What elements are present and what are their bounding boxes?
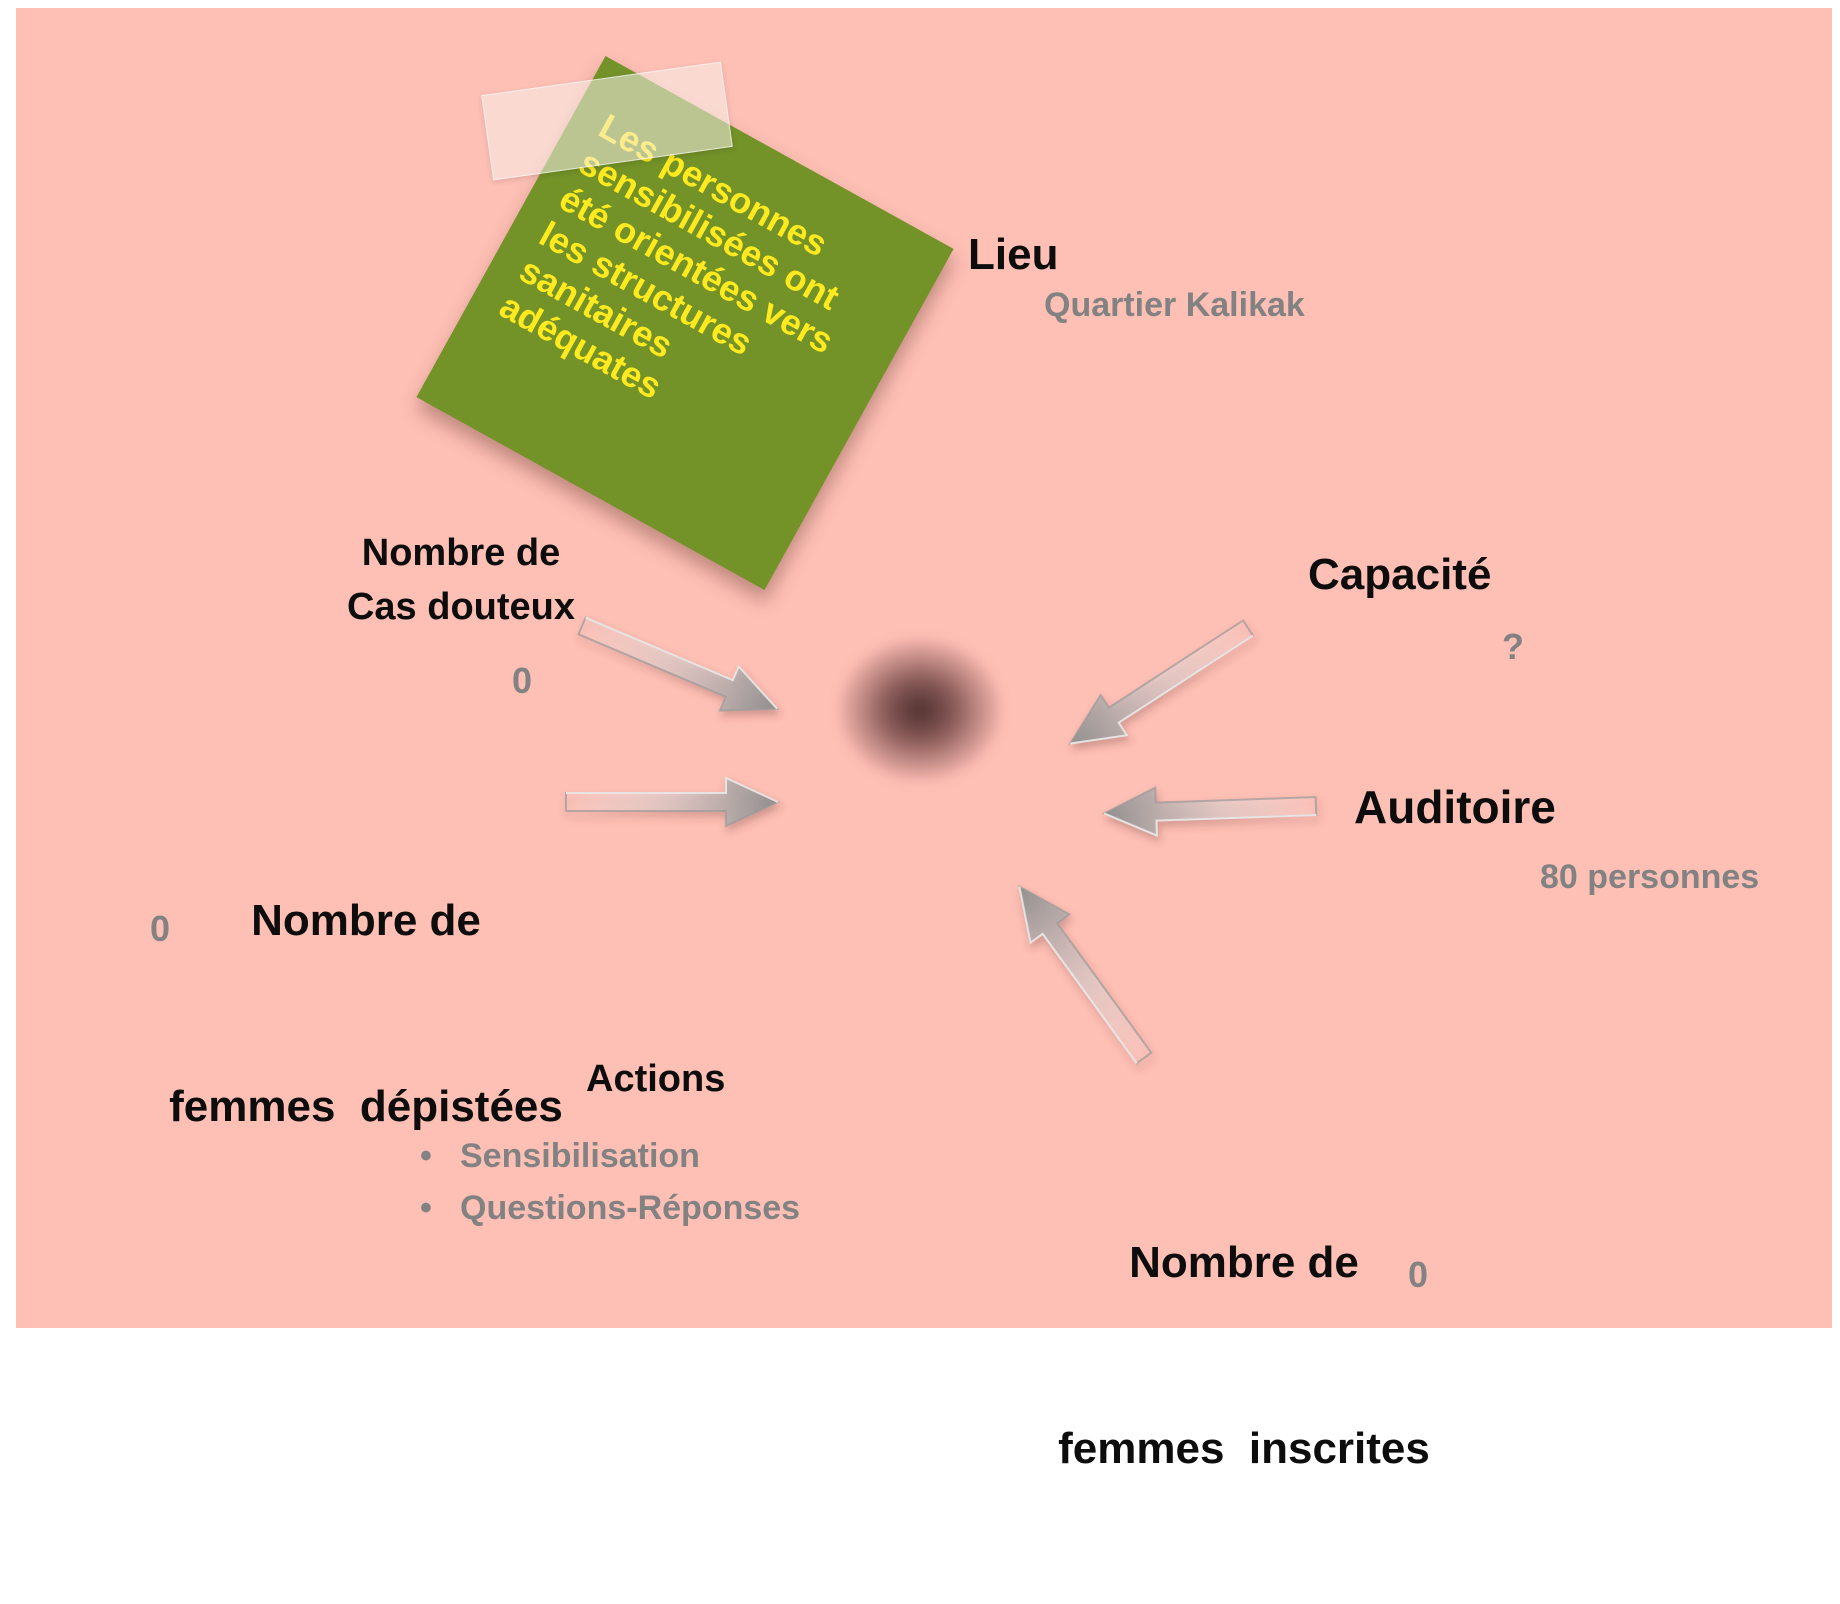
title-line: Nombre de [361,532,561,574]
capacite-value: ? [1502,626,1524,667]
title-line: Nombre de [251,896,481,945]
cas-douteux-value: 0 [512,660,533,701]
femmes-depistees-title: Nombre de femmes dépistées [136,766,596,1262]
action-label: Questions-Réponses [460,1189,801,1227]
title-line: femmes dépistées [169,1082,563,1131]
auditoire-title: Auditoire [1354,781,1556,833]
capacite-title: Capacité [1308,550,1492,599]
bullet-dot: • [420,1137,432,1175]
list-item: • Sensibilisation [420,1130,800,1182]
actions-list: • Sensibilisation • Questions-Réponses [420,1130,800,1234]
title-line: femmes inscrites [1058,1424,1430,1473]
action-label: Sensibilisation [460,1137,700,1175]
arrow-auditoire [1102,781,1318,839]
list-item: • Questions-Réponses [420,1182,800,1234]
femmes-depistees-value: 0 [150,908,171,949]
title-line: Nombre de [1129,1238,1359,1287]
femmes-inscrites-value: 0 [1408,1254,1429,1295]
lieu-title: Lieu [968,230,1059,279]
lieu-value: Quartier Kalikak [1044,286,1305,324]
center-shadow [840,640,1000,780]
auditoire-value: 80 personnes [1540,858,1760,896]
arrow-femmes-depistees [565,777,779,827]
slide-canvas: Les personnes sensibilisées ont été orie… [16,8,1832,1473]
title-line: Cas douteux [346,586,576,628]
arrow-femmes-inscrites [998,871,1165,1074]
arrow-capacite [1056,606,1263,765]
bullet-dot: • [420,1189,432,1227]
actions-title: Actions [586,1058,726,1100]
cas-douteux-title: Nombre de Cas douteux [286,526,636,634]
femmes-inscrites-title: Nombre de femmes inscrites [1034,1108,1454,1604]
